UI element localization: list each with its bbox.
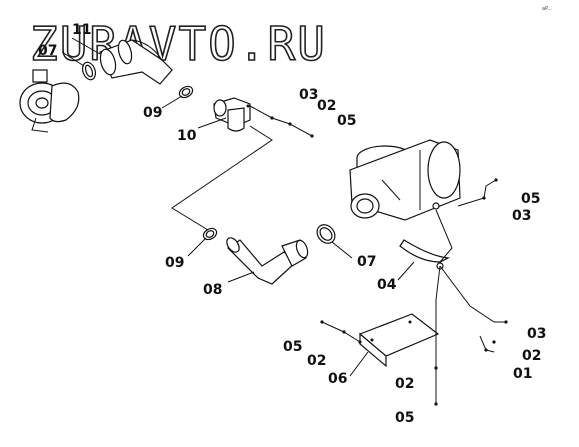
- label-07-upper: 07: [38, 43, 57, 59]
- label-06: 06: [328, 371, 347, 387]
- leader-lines: [61, 37, 415, 377]
- label-08: 08: [203, 282, 222, 298]
- label-04: 04: [377, 277, 397, 293]
- label-09-upper: 09: [143, 105, 162, 121]
- upper-intake-hose-part: [99, 39, 173, 85]
- label-03-lower-right: 03: [527, 326, 546, 342]
- hose-clamp-lower: [316, 224, 336, 244]
- label-03-right: 03: [512, 208, 531, 224]
- label-05-plate: 05: [283, 339, 302, 355]
- mounting-plate-part: [358, 313, 440, 368]
- pipe-bracket-part: [213, 97, 251, 132]
- clamp-ring-lower: [202, 227, 218, 241]
- label-10: 10: [177, 128, 197, 144]
- label-05-upper: 05: [337, 113, 356, 129]
- connection-lines: [171, 105, 508, 406]
- label-11: 11: [72, 22, 91, 38]
- label-01: 01: [513, 366, 532, 382]
- part-labels: 11 07 09 10 03 02 05 05 03 09 08 07 04 0…: [38, 22, 546, 426]
- label-02-upper: 02: [317, 98, 336, 114]
- label-02-bottom: 02: [395, 376, 414, 392]
- label-03-upper: 03: [299, 87, 318, 103]
- clamp-ring-upper: [178, 85, 194, 99]
- label-07-lower: 07: [357, 254, 376, 270]
- hose-clamp-part: [81, 61, 97, 81]
- air-filter-housing-part: [349, 139, 461, 221]
- label-02-lower-right: 02: [522, 348, 541, 364]
- label-02-plate: 02: [307, 353, 326, 369]
- label-05-bottom: 05: [395, 410, 414, 426]
- corner-mark: aP...: [542, 6, 552, 12]
- lower-intake-hose-part: [226, 237, 309, 285]
- label-09-lower: 09: [165, 255, 184, 271]
- filter-strap-part: [399, 239, 451, 270]
- label-05-right: 05: [521, 191, 540, 207]
- turbocharger-part: [19, 69, 80, 133]
